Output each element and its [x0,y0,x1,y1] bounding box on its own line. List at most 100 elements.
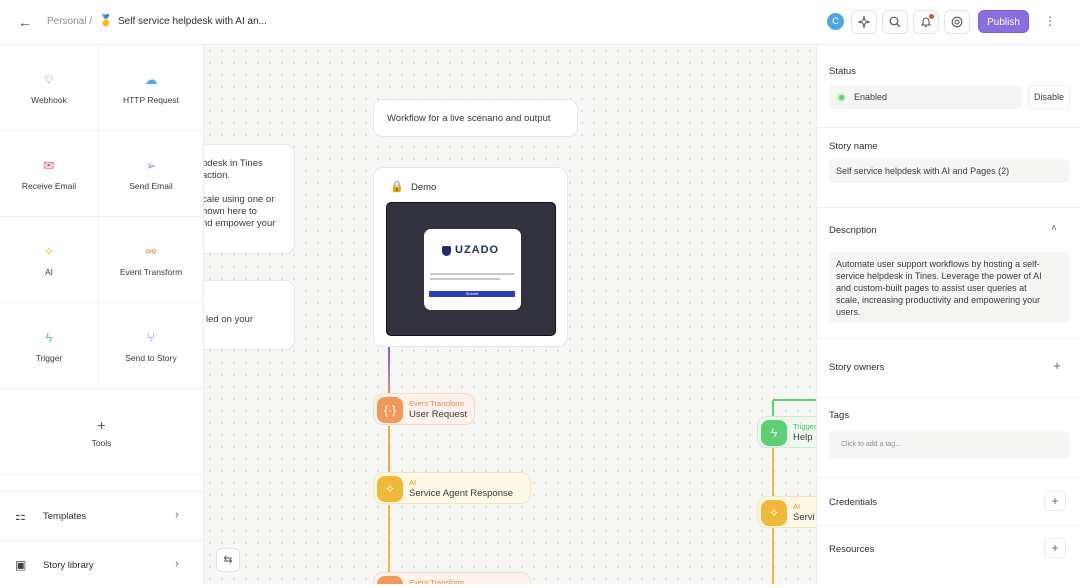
status-field: Enabled [829,85,1022,109]
tile-label: Receive Email [21,181,77,191]
story-library-row[interactable]: ▣ Story library › [0,540,203,588]
status-label: Status [829,66,856,77]
credentials-label: Credentials [829,497,878,508]
status-value: Enabled [854,92,888,102]
search-button[interactable] [882,10,908,34]
chevron-right-icon: › [175,558,179,570]
connection-line [773,399,816,401]
node-type-label: AI [793,502,801,511]
story-library-label: Story library [43,560,94,571]
note-card-workflow[interactable]: Workflow for a live scenario and output [373,99,578,137]
more-options-icon[interactable]: ⋮ [1044,14,1056,28]
description-line: scale, increasing productivity and empow… [836,295,1041,305]
note-text: Workflow for a live scenario and output [387,113,551,124]
page-preview: UZADO Submit [386,202,556,336]
tags-input[interactable]: Click to add a tag... [829,431,1069,459]
help-button[interactable] [944,10,970,34]
add-owner-plus-icon[interactable]: + [1053,358,1061,373]
note-line: action. [202,170,230,181]
note-line: nd empower your [202,218,276,229]
templates-row[interactable]: ⚏ Templates › [0,491,203,539]
add-resource-plus-icon[interactable]: + [1044,538,1066,558]
preview-logo: UZADO [455,244,500,256]
ai-sparkle-button[interactable] [851,10,877,34]
divider [817,338,1080,339]
page-action-demo[interactable]: 🔒 Demo UZADO Submit [373,167,568,347]
cloud-icon: ☁ [144,72,158,87]
tile-send-to-story[interactable]: ⑂ Send to Story [99,303,203,389]
avatar[interactable]: C [827,13,844,30]
tile-send-email[interactable]: ➢ Send Email [99,131,203,217]
tile-label: Trigger [35,353,63,363]
story-name-input[interactable]: Self service helpdesk with AI and Pages … [829,159,1069,183]
book-icon: ▣ [15,558,27,572]
description-line: users. [836,307,861,317]
tile-label: Send Email [129,181,173,191]
tile-ai[interactable]: ✧ AI [0,217,99,303]
sparkle-icon: ✧ [761,500,787,526]
connection-line [388,347,390,402]
sparkle-icon: ✧ [43,244,55,259]
preview-text-line [430,273,514,275]
story-owners-label: Story owners [829,362,885,373]
action-node-ai-partial[interactable]: ✧ AI Servi [757,496,816,528]
bolt-icon: ϟ [761,420,787,446]
chevron-right-icon: › [175,509,179,521]
breadcrumb[interactable]: Personal / [47,16,93,27]
note-line: cale using one or [202,194,275,205]
notifications-button[interactable] [913,10,939,34]
action-node-service-agent[interactable]: ✧ AI Service Agent Response [373,472,531,504]
swap-arrows-button[interactable]: ⇆ [216,548,240,572]
tile-receive-email[interactable]: ✉ Receive Email [0,131,99,217]
story-name-label: Story name [829,141,878,152]
divider [817,207,1080,208]
bolt-icon: ϟ [45,330,53,345]
node-name-label: Help [793,432,813,443]
tile-http-request[interactable]: ☁ HTTP Request [99,45,203,131]
preview-submit-button: Submit [429,291,515,297]
shield-logo-icon [442,246,451,256]
action-node-user-request[interactable]: {·} Event Transform User Request [373,393,475,425]
tags-label: Tags [829,410,850,421]
node-type-label: Trigger [793,422,816,431]
description-line: service helpdesk in Tines. Leverage the … [836,271,1042,281]
story-name-value: Self service helpdesk with AI and Pages … [836,166,1010,176]
tile-label: HTTP Request [122,95,180,105]
tile-label: AI [44,267,54,277]
node-name-label: User Request [409,409,468,420]
tile-label: Send to Story [125,353,177,363]
tile-label: Webhook [31,95,67,105]
story-title[interactable]: Self service helpdesk with AI an... [118,16,267,27]
action-node-help-trigger[interactable]: ϟ Trigger Help [757,416,816,448]
connection-line [388,426,390,476]
tile-tools[interactable]: + Tools [0,389,203,475]
tile-event-transform[interactable]: ⚯ Event Transform [99,217,203,303]
add-credential-plus-icon[interactable]: + [1044,491,1066,511]
action-node-transform[interactable]: {·} Event Transform [373,572,531,584]
action-library-panel: ⌔ Webhook ☁ HTTP Request ✉ Receive Email… [0,45,204,584]
search-icon [889,16,901,28]
transform-icon: ⚯ [145,244,157,259]
notification-dot [929,14,934,19]
chevron-up-icon[interactable]: ˄ [1051,223,1057,234]
description-label: Description [829,225,877,236]
branch-icon: ⑂ [147,330,155,345]
tile-label: Event Transform [119,267,183,277]
back-arrow-icon[interactable]: ← [18,14,32,30]
grid-icon: ⚏ [15,509,26,523]
disable-button[interactable]: Disable [1028,85,1070,109]
webhook-icon: ⌔ [42,72,56,87]
lock-icon: 🔒 [390,181,404,193]
description-line: and custom-built pages to assist user qu… [836,283,1027,293]
bell-icon [920,17,932,28]
tile-webhook[interactable]: ⌔ Webhook [0,45,99,131]
page-preview-form: UZADO Submit [424,229,521,310]
tile-label: Tools [91,438,112,448]
publish-button[interactable]: Publish [978,10,1029,33]
description-textarea[interactable]: Automate user support workflows by hosti… [829,252,1069,323]
description-line: Automate user support workflows by hosti… [836,259,1040,269]
transform-icon: {·} [377,397,403,423]
mail-icon: ✉ [43,158,55,173]
note-line: pdesk in Tines [202,158,263,169]
tile-trigger[interactable]: ϟ Trigger [0,303,99,389]
